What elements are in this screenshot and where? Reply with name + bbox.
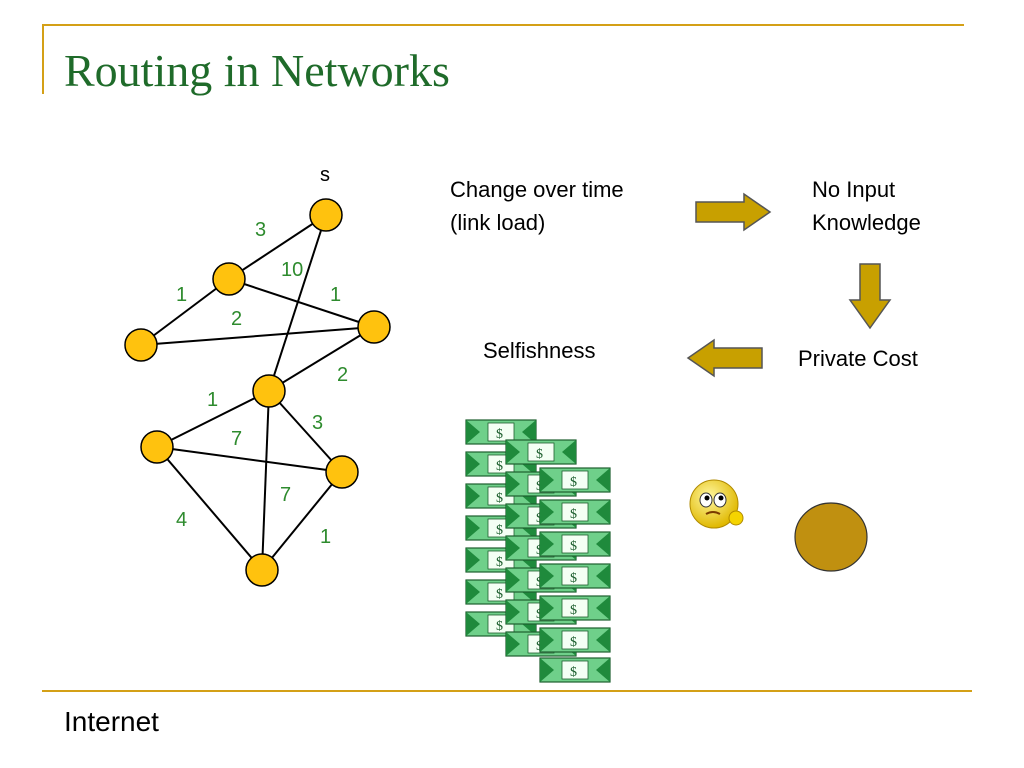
weight-label: 1 <box>320 526 331 548</box>
node <box>357 310 391 344</box>
edge <box>140 278 230 346</box>
money-column <box>539 467 611 683</box>
edge <box>156 446 343 473</box>
node <box>245 553 279 587</box>
node <box>124 328 158 362</box>
weight-label: 4 <box>176 509 187 531</box>
right-arrow-icon <box>695 192 772 232</box>
money-stack-icon: $ <box>465 419 611 683</box>
node <box>325 455 359 489</box>
edge <box>261 390 270 571</box>
weight-label: 7 <box>231 428 242 450</box>
down-arrow-icon <box>848 263 892 330</box>
weight-label: 10 <box>281 259 303 281</box>
node <box>252 374 286 408</box>
weight-label: 2 <box>337 364 348 386</box>
edge <box>228 278 375 328</box>
weight-label: 7 <box>280 484 291 506</box>
edge <box>156 446 263 571</box>
weight-label: 1 <box>176 284 187 306</box>
weight-label: 1 <box>207 389 218 411</box>
left-arrow-icon <box>686 338 763 378</box>
weight-label: 1 <box>330 284 341 306</box>
source-label: s <box>320 164 330 186</box>
weight-label: 3 <box>255 219 266 241</box>
edge-weights: 3 10 1 1 2 2 1 3 7 7 4 1 <box>176 219 348 548</box>
node-s <box>309 198 343 232</box>
change-over-time-text: Change over time (link load) <box>450 177 624 235</box>
selfishness-text: Selfishness <box>483 338 596 363</box>
edge <box>261 471 343 571</box>
graph-nodes <box>124 198 391 587</box>
node <box>212 262 246 296</box>
node <box>140 430 174 464</box>
smiley-face-icon <box>689 479 744 529</box>
weight-label: 3 <box>312 412 323 434</box>
edge <box>268 390 343 473</box>
private-cost-text: Private Cost <box>798 346 918 371</box>
slide-title: Routing in Networks <box>64 45 450 96</box>
brown-circle-icon <box>794 502 868 572</box>
edge <box>268 326 375 392</box>
edge <box>228 214 327 280</box>
edge <box>268 214 327 392</box>
weight-label: 2 <box>231 308 242 330</box>
no-input-knowledge-text: No Input Knowledge <box>812 177 921 235</box>
bottom-rule <box>42 690 972 692</box>
top-rule <box>42 24 964 26</box>
edge <box>140 326 375 346</box>
edge <box>156 390 270 448</box>
slide-footer: Internet <box>64 706 159 737</box>
graph-edges <box>140 214 375 571</box>
left-rule <box>42 24 44 94</box>
